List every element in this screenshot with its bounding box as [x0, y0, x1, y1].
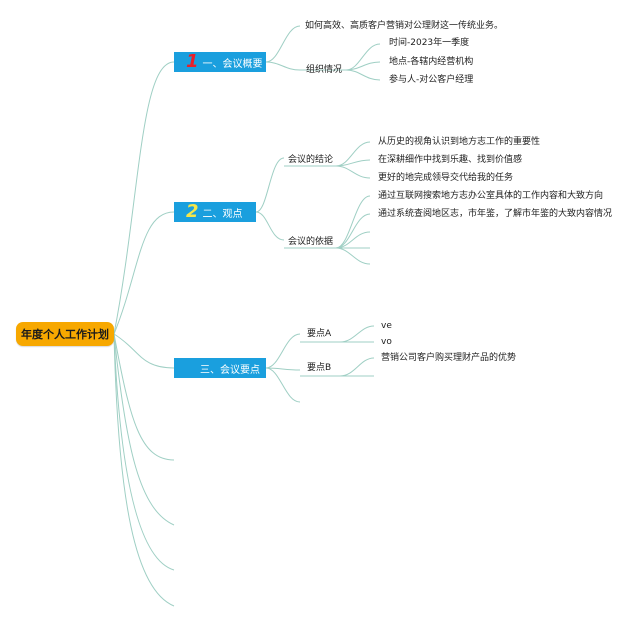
branch-2-number: 2	[186, 201, 199, 222]
org-item-location[interactable]: 地点-各辖内经营机构	[389, 57, 474, 67]
point-b-item-1[interactable]: 营销公司客户购买理财产品的优势	[381, 353, 517, 363]
branch-3-node[interactable]: 三、会议要点	[174, 358, 266, 378]
point-b-node[interactable]: 要点B	[307, 363, 332, 373]
branch-1-label: 一、会议概要	[202, 58, 263, 70]
org-item-time[interactable]: 时间-2023年一季度	[389, 38, 470, 48]
basis-item-1[interactable]: 通过互联网搜索地方志办公室具体的工作内容和大致方向	[378, 191, 604, 201]
branch-1-number: 1	[186, 51, 199, 72]
conclusion-item-2[interactable]: 在深耕细作中找到乐趣、找到价值感	[378, 155, 523, 165]
root-node[interactable]: 年度个人工作计划	[16, 322, 114, 346]
org-item-participants[interactable]: 参与人-对公客户经理	[389, 75, 474, 85]
organization-node[interactable]: 组织情况	[306, 65, 343, 75]
branch-2-node[interactable]: 2 二、观点	[174, 202, 256, 222]
root-label: 年度个人工作计划	[21, 328, 109, 341]
basis-node[interactable]: 会议的依据	[288, 237, 334, 247]
branch-3-label: 三、会议要点	[200, 364, 260, 376]
point-a-item-1[interactable]: ve	[381, 321, 392, 331]
branch-1-node[interactable]: 1 一、会议概要	[174, 52, 266, 72]
point-a-node[interactable]: 要点A	[307, 329, 332, 339]
basis-item-2[interactable]: 通过系统查阅地区志，市年鉴，了解市年鉴的大致内容情况	[378, 209, 613, 219]
branch-2-label: 二、观点	[202, 208, 243, 220]
conclusion-item-3[interactable]: 更好的地完成领导交代给我的任务	[378, 173, 514, 183]
conclusion-item-1[interactable]: 从历史的视角认识到地方志工作的重要性	[378, 137, 541, 147]
conclusion-node[interactable]: 会议的结论	[288, 155, 334, 165]
branch-1-description[interactable]: 如何高效、高质客户营销对公理财这一传统业务。	[305, 21, 504, 31]
point-a-item-2[interactable]: vo	[381, 337, 392, 347]
